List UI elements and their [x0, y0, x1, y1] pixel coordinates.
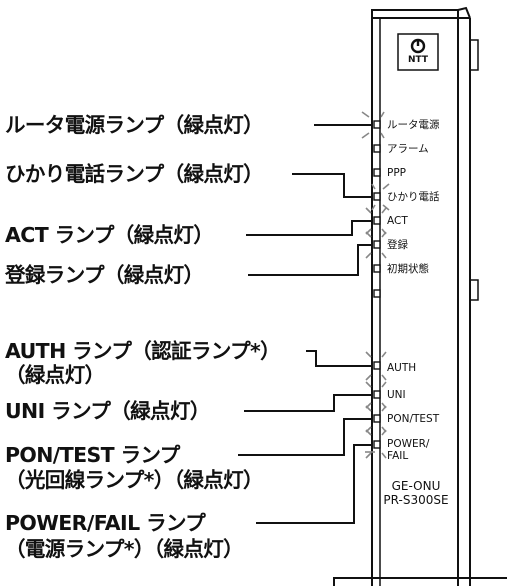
- panel-label-auth: AUTH: [387, 362, 417, 374]
- panel-label-power-fail-1: POWER/: [387, 438, 430, 450]
- panel-label-uni: UNI: [387, 389, 406, 401]
- panel-label-hikari-phone: ひかり電話: [387, 191, 440, 203]
- callout-hikari-phone: ひかり電話ランプ（緑点灯）: [5, 162, 264, 186]
- panel-label-ppp: PPP: [387, 167, 406, 179]
- leader-act: [246, 220, 372, 236]
- callout-uni: UNI ランプ（緑点灯）: [5, 399, 210, 423]
- callout-power-fail-line1: POWER/FAIL ランプ: [5, 511, 206, 535]
- callout-registration: 登録ランプ（緑点灯）: [5, 263, 204, 287]
- leader-registration: [248, 244, 372, 276]
- panel-label-initial-state: 初期状態: [387, 263, 429, 275]
- callout-pon-test-line2: （光回線ランプ*）（緑点灯）: [5, 468, 264, 492]
- device-body: [333, 6, 507, 586]
- leader-uni: [244, 394, 372, 412]
- panel-label-registration: 登録: [387, 239, 408, 251]
- panel-label-pon-test: PON/TEST: [387, 413, 440, 425]
- callout-power-fail-line2: （電源ランプ*）（緑点灯）: [5, 537, 244, 561]
- led-slots: [373, 120, 381, 449]
- callout-router-power: ルータ電源ランプ（緑点灯）: [5, 113, 264, 137]
- ntt-logo-icon: [410, 38, 426, 54]
- panel-label-power-fail-2: FAIL: [387, 450, 409, 462]
- leader-power-fail: [256, 444, 372, 524]
- panel-label-router-power: ルータ電源: [387, 119, 440, 131]
- callout-act: ACT ランプ（緑点灯）: [5, 223, 214, 247]
- brand-logo-text: NTT: [407, 55, 429, 65]
- callout-auth-line2: （緑点灯）: [5, 363, 105, 387]
- model-label-line2: PR-S300SE: [383, 493, 449, 507]
- leader-auth: [306, 350, 372, 367]
- panel-label-alarm: アラーム: [387, 143, 429, 155]
- callout-auth-line1: AUTH ランプ（認証ランプ*）: [5, 339, 281, 363]
- leader-lines: [238, 124, 372, 524]
- model-label-line1: GE-ONU: [391, 479, 441, 493]
- leader-hikari-phone: [292, 173, 372, 198]
- leader-pon-test: [238, 418, 372, 456]
- led-glow: [361, 111, 390, 459]
- callout-pon-test-line1: PON/TEST ランプ: [5, 443, 180, 467]
- panel-label-act: ACT: [387, 215, 408, 227]
